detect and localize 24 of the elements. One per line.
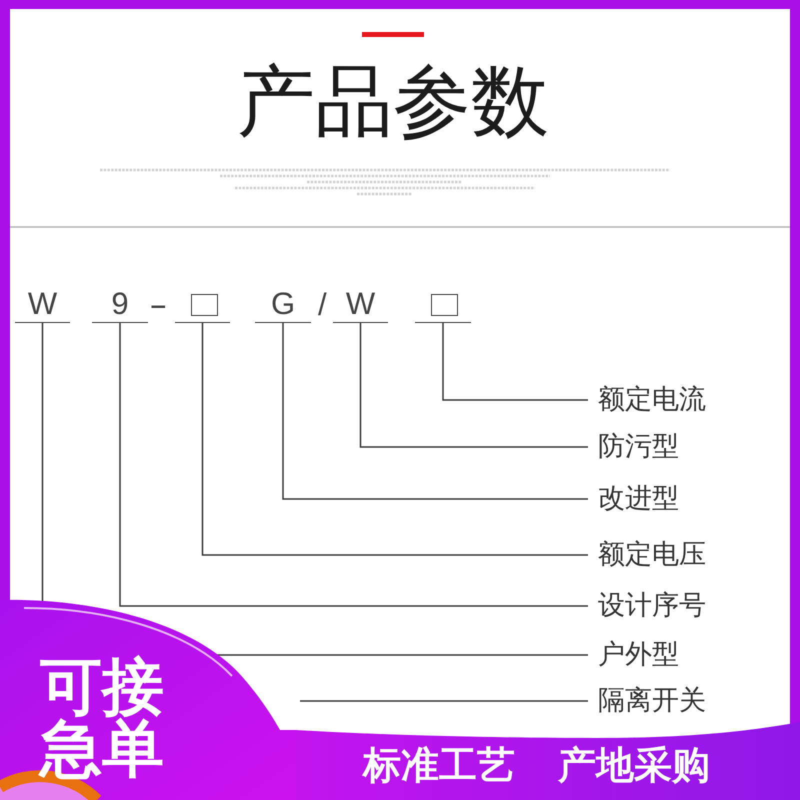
code-separator: - bbox=[149, 289, 168, 320]
code-separator: / bbox=[318, 289, 327, 320]
banner-text: 产地采购 bbox=[558, 745, 710, 785]
leader-line bbox=[300, 700, 588, 702]
page-title: 产品参数 bbox=[237, 58, 549, 146]
leader-line bbox=[202, 323, 588, 556]
parameter-label: 改进型 bbox=[598, 482, 679, 516]
banner-text: 标准工艺 bbox=[363, 745, 515, 785]
badge-text: 可接急单 bbox=[40, 656, 165, 780]
leader-line bbox=[282, 323, 588, 500]
parameter-label: 防污型 bbox=[598, 430, 679, 464]
code-letter: G bbox=[255, 284, 311, 323]
leader-line bbox=[442, 323, 588, 401]
code-letter: W bbox=[15, 284, 70, 323]
leader-line bbox=[360, 323, 588, 448]
parameter-label: 额定电压 bbox=[598, 538, 706, 572]
parameter-label: 额定电流 bbox=[598, 383, 706, 417]
code-letter: 9 bbox=[92, 284, 148, 323]
code-letter: W bbox=[333, 284, 388, 323]
parameter-label: 设计序号 bbox=[598, 589, 706, 623]
promo-banner bbox=[296, 720, 800, 800]
leader-line bbox=[119, 323, 588, 607]
parameter-label: 户外型 bbox=[598, 638, 679, 672]
parameter-label: 隔离开关 bbox=[598, 684, 706, 718]
